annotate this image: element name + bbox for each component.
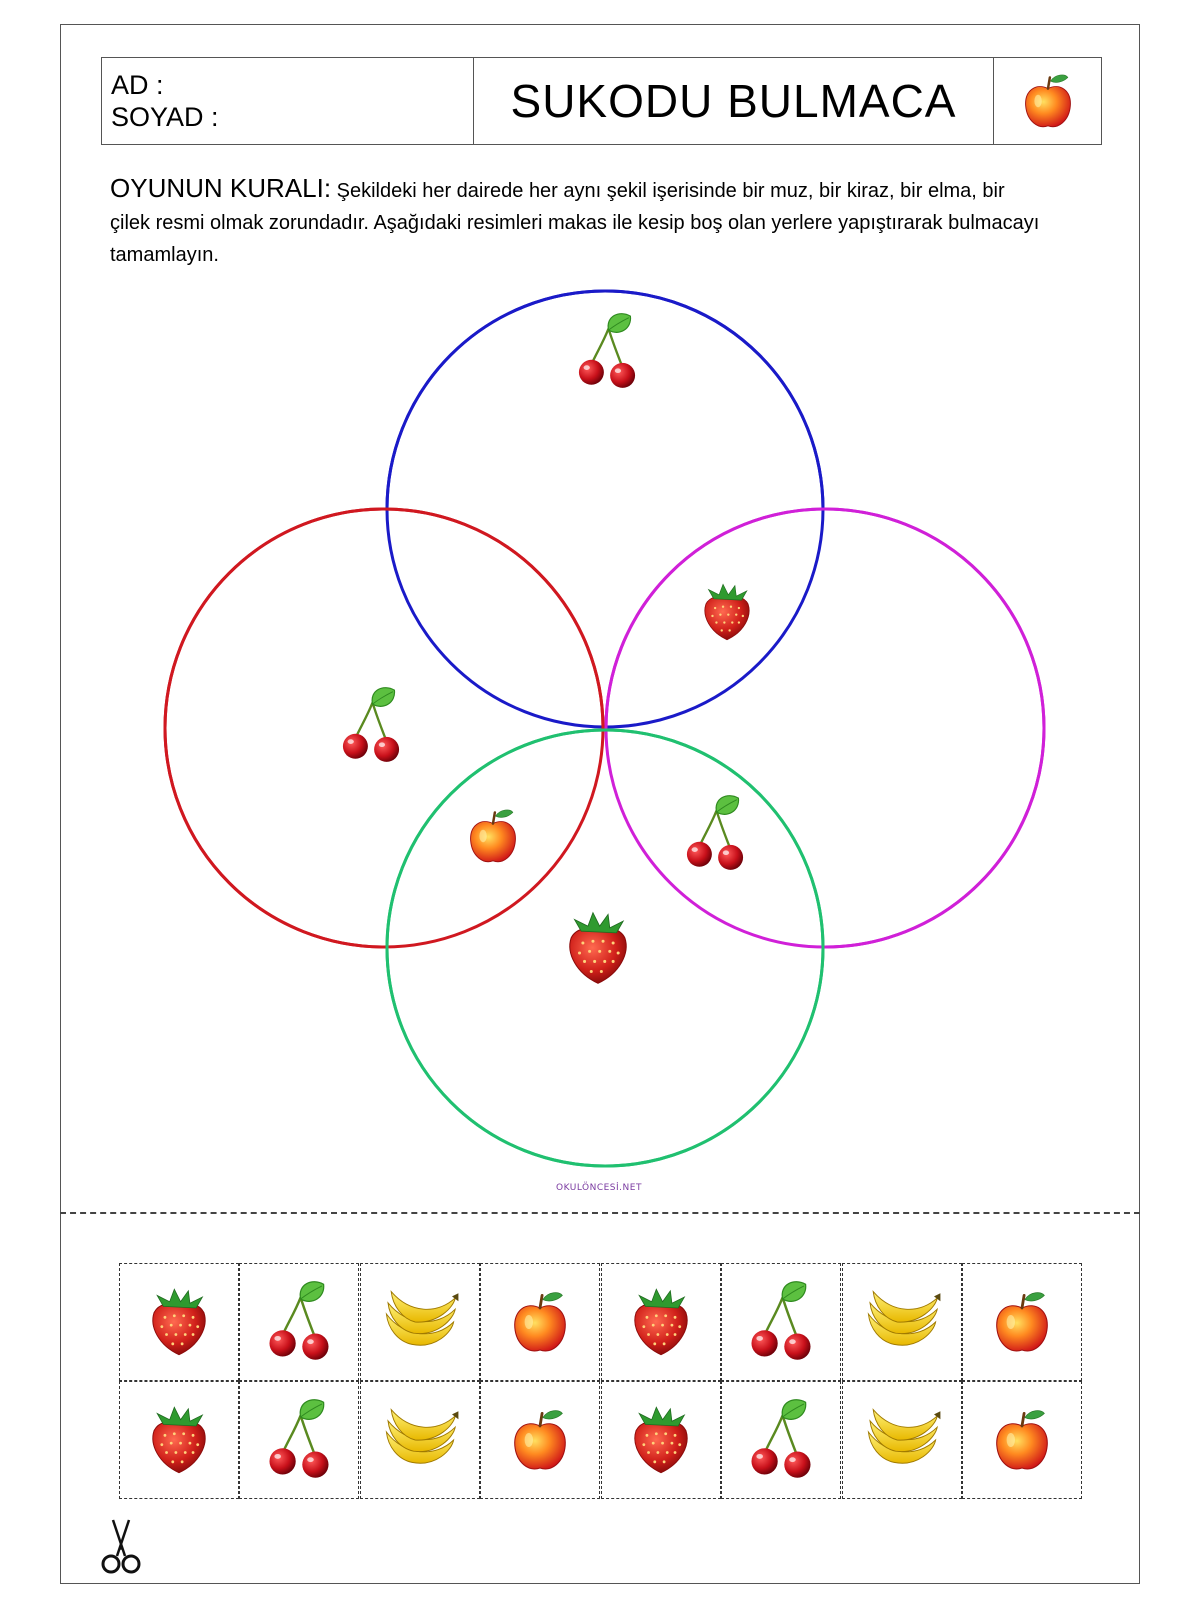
sudoku-circles-diagram (163, 289, 1046, 1168)
strawberry-icon (634, 1288, 688, 1356)
credit-watermark: OKULÖNCESİ.NET (556, 1183, 642, 1193)
banana-icon (385, 1409, 459, 1464)
strawberry-icon (152, 1288, 206, 1356)
apple-icon (513, 1291, 567, 1353)
strawberry-icon (634, 1406, 688, 1474)
scissors-icon (101, 1519, 141, 1574)
name-cell[interactable]: AD : SOYAD : (102, 58, 474, 144)
rules-body: Şekildeki her dairede her aynı şekil işe… (110, 180, 1040, 266)
cherry-icon (268, 1280, 330, 1361)
apple-icon (513, 1409, 567, 1471)
cutout-tile[interactable] (239, 1263, 359, 1381)
worksheet-border (60, 24, 1140, 1584)
banana-icon (867, 1409, 941, 1464)
cherry-icon (268, 1398, 330, 1479)
cutout-tile[interactable] (239, 1381, 359, 1499)
ad-label: AD : (111, 70, 164, 100)
strawberry-icon (152, 1406, 206, 1474)
cutout-tile[interactable] (360, 1381, 480, 1499)
header-table: AD : SOYAD : SUKODU BULMACA (101, 57, 1102, 145)
cutout-tile[interactable] (601, 1263, 721, 1381)
cut-line (60, 1212, 1140, 1214)
soyad-label: SOYAD : (111, 102, 219, 132)
cutout-tile[interactable] (962, 1263, 1082, 1381)
cutout-tile[interactable] (842, 1381, 962, 1499)
apple-icon (995, 1409, 1049, 1471)
rules-text: OYUNUN KURALI: Şekildeki her dairede her… (110, 172, 1050, 271)
cutout-tile[interactable] (721, 1263, 841, 1381)
cutout-tile[interactable] (480, 1381, 600, 1499)
cutout-tile[interactable] (119, 1381, 239, 1499)
cutout-tile[interactable] (119, 1263, 239, 1381)
cutout-tile[interactable] (601, 1381, 721, 1499)
cutout-tiles (119, 1263, 1083, 1499)
cutout-tile[interactable] (360, 1263, 480, 1381)
apple-icon (995, 1291, 1049, 1353)
rules-heading: OYUNUN KURALI: (110, 173, 332, 203)
cutout-tile[interactable] (842, 1263, 962, 1381)
banana-icon (385, 1291, 459, 1346)
cherry-icon (750, 1398, 812, 1479)
cutout-tile[interactable] (962, 1381, 1082, 1499)
cutout-tile[interactable] (721, 1381, 841, 1499)
cutout-tile[interactable] (480, 1263, 600, 1381)
cherry-icon (750, 1280, 812, 1361)
page-title: SUKODU BULMACA (474, 58, 994, 144)
banana-icon (867, 1291, 941, 1346)
